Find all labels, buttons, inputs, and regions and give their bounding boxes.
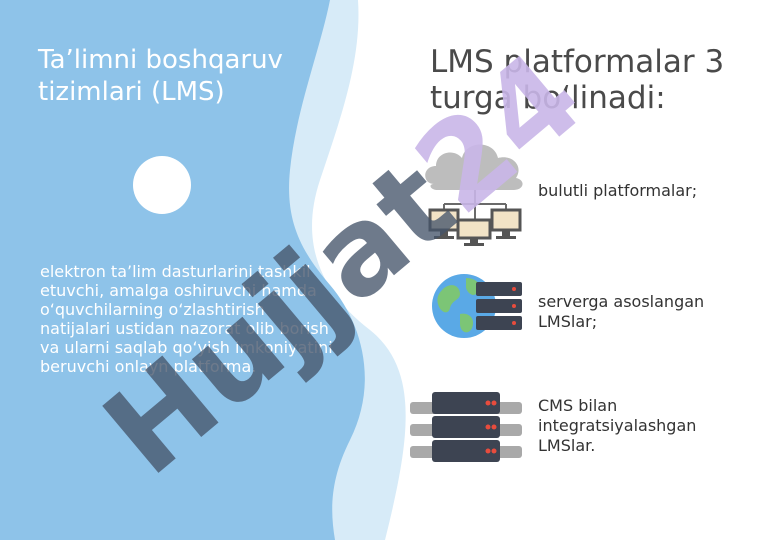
item-label-cms: CMS bilan integratsiyalashgan LMSlar. <box>538 396 697 455</box>
left-title: Ta’limni boshqaruv tizimlari (LMS) <box>38 45 283 107</box>
decor-circle <box>133 156 191 214</box>
lms-description: elektron ta’lim dasturlarini tashkil etu… <box>40 262 333 376</box>
right-title: LMS platformalar 3 turga bo‘linadi: <box>430 44 725 116</box>
cloud-network-icon <box>425 144 523 246</box>
server-rack-icon <box>410 392 522 462</box>
item-label-server: serverga asoslangan LMSlar; <box>538 292 705 331</box>
item-label-cloud: bulutli platformalar; <box>538 181 698 200</box>
globe-server-icon <box>432 274 522 338</box>
